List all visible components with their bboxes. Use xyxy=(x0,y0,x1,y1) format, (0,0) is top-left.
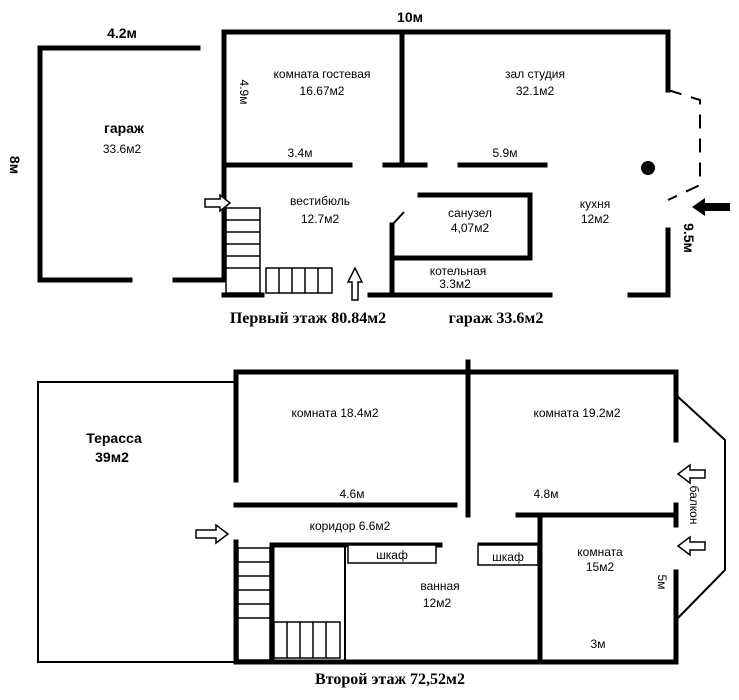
terrace-name: Терасса xyxy=(86,430,142,446)
dim-room3-height: 5м xyxy=(655,575,669,590)
dim-room3-width: 3м xyxy=(591,637,606,651)
dim-right-height: 9.5м xyxy=(681,223,697,253)
terrace-outline xyxy=(37,381,236,663)
corridor-label: коридор 6.6м2 xyxy=(310,519,391,533)
room3-area: 15м2 xyxy=(586,560,615,574)
wardrobe-box-1 xyxy=(347,544,437,564)
balcony-outline xyxy=(675,394,726,621)
bay-window xyxy=(667,89,701,201)
kitchen-name: кухня xyxy=(580,197,611,211)
bath-name: ванная xyxy=(420,579,459,593)
guest-room-area: 16.67м2 xyxy=(300,84,345,98)
dim-guest-height: 4.9м xyxy=(237,80,251,105)
terrace-area: 39м2 xyxy=(95,449,129,465)
vestibule-name: вестибюль xyxy=(290,194,350,208)
house-outer-wall xyxy=(221,29,671,283)
column-dot xyxy=(641,161,655,175)
dim-guest-width: 3.4м xyxy=(288,146,313,160)
bottom-entry-arrow xyxy=(346,266,364,301)
kitchen-area: 12м2 xyxy=(581,212,610,226)
second-floor-outer-wall xyxy=(233,369,679,483)
second-floor-bottom-wall xyxy=(233,539,679,665)
first-floor-plan: 10м 4.2м 8м 4.9м 3.4м 5.9м 9.5м гараж 33… xyxy=(7,9,730,327)
boiler-room-name: котельная xyxy=(430,264,486,278)
dim-room1-width: 4.6м xyxy=(340,487,365,501)
balcony-arrow-1 xyxy=(676,463,706,485)
garage-caption: гараж 33.6м2 xyxy=(449,310,544,327)
room2-label: комната 19.2м2 xyxy=(534,406,621,420)
house-right-wall xyxy=(627,227,671,298)
second-floor-stairs xyxy=(237,547,341,661)
guest-room-name: комната гостевая xyxy=(274,67,371,81)
dim-garage-width: 4.2м xyxy=(107,25,137,41)
dim-studio-width: 5.9м xyxy=(493,146,518,160)
vestibule-area: 12.7м2 xyxy=(301,212,340,226)
balcony-arrow-2 xyxy=(676,535,706,557)
dim-garage-height: 8м xyxy=(7,156,23,174)
vestibule-entry-arrow xyxy=(204,193,232,213)
second-floor-title: Второй этаж 72,52м2 xyxy=(315,671,465,688)
garage-wall xyxy=(37,45,201,283)
garage-name: гараж xyxy=(104,120,145,136)
room1-label: комната 18.4м2 xyxy=(292,406,379,420)
bathroom-name: санузел xyxy=(448,206,492,220)
bathroom-door xyxy=(391,211,405,226)
studio-hall-area: 32.1м2 xyxy=(516,84,555,98)
dim-total-width: 10м xyxy=(397,9,423,25)
room3-name: комната xyxy=(577,545,623,559)
corridor-entry-arrow xyxy=(195,523,230,545)
garage-area: 33.6м2 xyxy=(103,142,142,156)
bathroom-area: 4,07м2 xyxy=(451,221,490,235)
studio-hall-name: зал студия xyxy=(505,67,565,81)
bathroom-wall-top xyxy=(417,192,533,261)
boiler-room-area: 3.3м2 xyxy=(439,277,471,291)
dim-room2-width: 4.8м xyxy=(534,487,559,501)
second-floor-plan: Терасса 39м2 комната 18.4м2 комната 19.2… xyxy=(37,359,726,688)
wardrobe-box-2 xyxy=(477,544,539,566)
kitchen-entry-arrow xyxy=(692,198,730,216)
bath-area: 12м2 xyxy=(423,596,452,610)
wardrobe-1-label: шкаф xyxy=(376,548,408,562)
balcony-label: балкон xyxy=(687,486,701,525)
first-floor-stairs xyxy=(225,207,333,294)
wardrobe-2-label: шкаф xyxy=(492,550,524,564)
first-floor-title: Первый этаж 80.84м2 xyxy=(230,310,386,327)
